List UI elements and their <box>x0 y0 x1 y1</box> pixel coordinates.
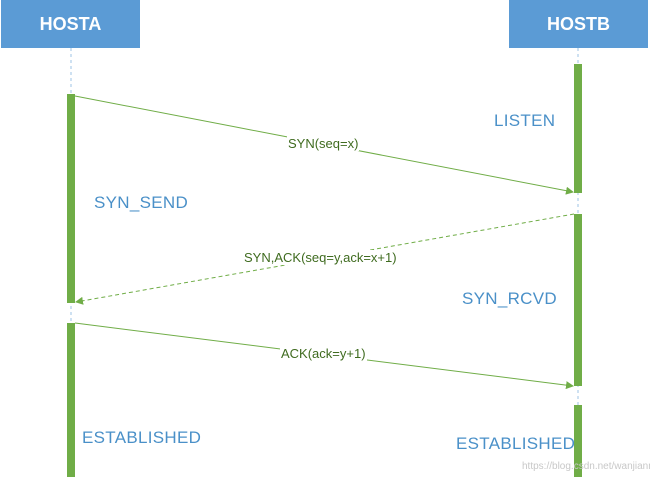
state-syn-rcvd: SYN_RCVD <box>462 289 557 308</box>
host-a-label: HOSTA <box>39 13 102 34</box>
host-a-activation-bar-1 <box>67 94 75 303</box>
host-a-box: HOSTA <box>1 0 140 48</box>
host-a-activation-bar-2 <box>67 323 75 477</box>
watermark: https://blog.csdn.net/wanjianmei <box>522 461 650 472</box>
ack-message-label: ACK(ack=y+1) <box>280 346 367 361</box>
state-a-established: ESTABLISHED <box>82 428 202 447</box>
host-b-activation-bar-3 <box>574 405 582 477</box>
syn-message-label: SYN(seq=x) <box>287 136 360 151</box>
host-b-box: HOSTB <box>509 0 648 48</box>
syn-ack-message-label: SYN,ACK(seq=y,ack=x+1) <box>243 250 398 265</box>
state-b-established: ESTABLISHED <box>456 434 576 453</box>
host-b-activation-bar-2 <box>574 214 582 386</box>
state-syn-send: SYN_SEND <box>94 193 189 212</box>
host-b-activation-bar-1 <box>574 64 582 193</box>
state-listen: LISTEN <box>494 111 556 130</box>
host-b-label: HOSTB <box>547 13 610 34</box>
